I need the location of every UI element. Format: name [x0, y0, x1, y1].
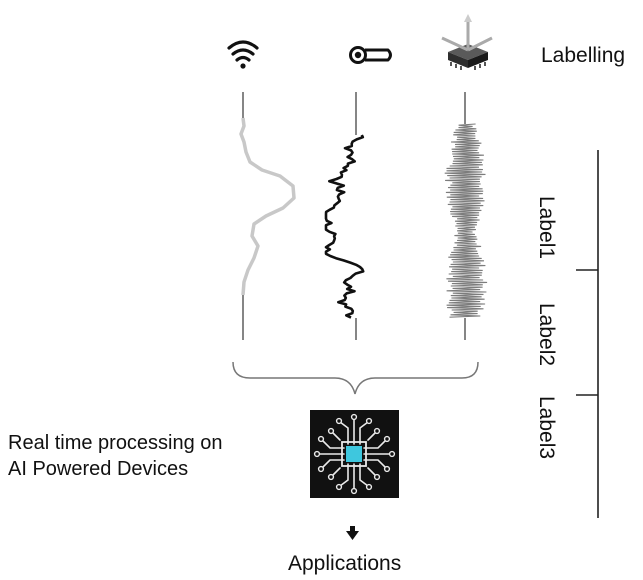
imu-sensor-icon — [441, 14, 493, 70]
label-1: Label1 — [535, 196, 558, 260]
label-2: Label2 — [535, 303, 558, 367]
applications-label: Applications — [288, 552, 402, 575]
grouping-brace — [232, 361, 479, 395]
label-3: Label3 — [535, 396, 558, 460]
thermometer-icon — [349, 46, 392, 64]
labelling-header: Labelling — [541, 44, 626, 67]
processing-caption: Real time processing on AI Powered Devic… — [8, 430, 223, 482]
wifi-signal-trace — [239, 117, 296, 296]
imu-signal-trace — [444, 123, 488, 318]
processing-caption-line1: Real time processing on — [8, 432, 223, 454]
wifi-icon — [227, 40, 259, 69]
processing-caption-line2: AI Powered Devices — [8, 458, 189, 480]
ai-chip-icon — [310, 410, 399, 498]
signal-axes — [242, 92, 466, 340]
arrow-down-icon — [346, 526, 359, 540]
label-timeline — [576, 150, 599, 518]
temperature-signal-trace — [324, 134, 365, 319]
